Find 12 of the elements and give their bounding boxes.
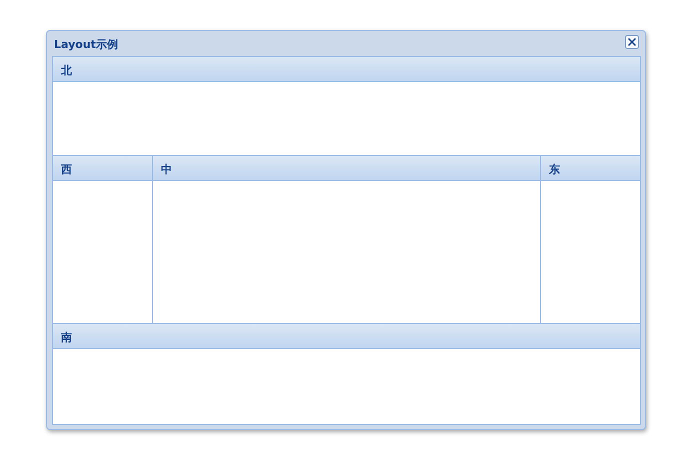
panel-title: 东 [549, 162, 560, 177]
panel [540, 155, 641, 324]
panel-title: 南 [61, 330, 72, 345]
panel [52, 155, 153, 324]
panel-title: 北 [61, 63, 72, 78]
panel [52, 323, 641, 425]
panel-title: 中 [161, 162, 172, 177]
panel-title: 西 [61, 162, 72, 177]
window-title: Layout示例 [54, 37, 118, 52]
panel [52, 56, 641, 156]
window-frame [46, 30, 646, 430]
panel [152, 155, 541, 324]
